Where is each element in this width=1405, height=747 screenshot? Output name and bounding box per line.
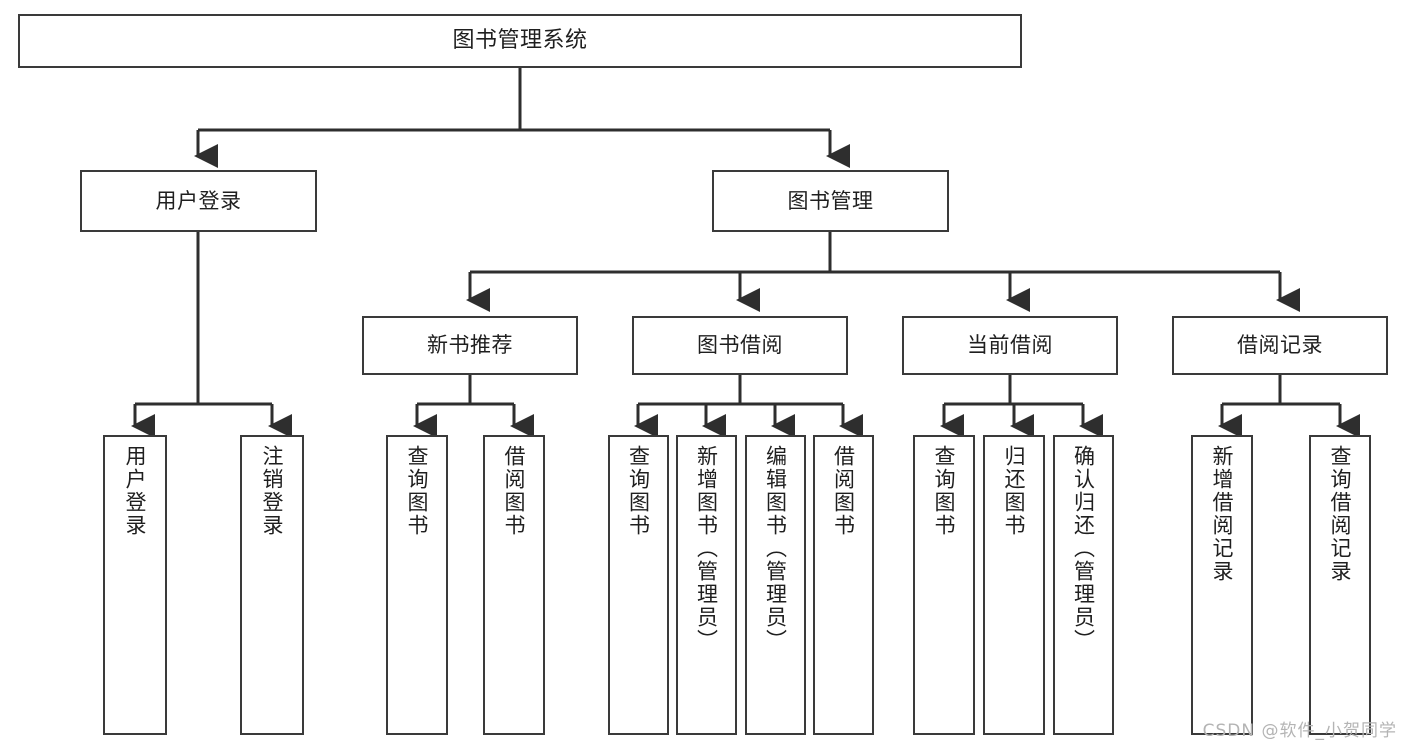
node-label: 新增借阅记录 [1210, 445, 1235, 583]
leaf-query-borrow-record[interactable]: 查询借阅记录 [1309, 435, 1371, 735]
node-current-borrow[interactable]: 当前借阅 [902, 316, 1118, 375]
node-label: 新增图书（管理员） [694, 445, 719, 652]
node-user-login[interactable]: 用户登录 [80, 170, 317, 232]
node-new-book-recommend[interactable]: 新书推荐 [362, 316, 578, 375]
node-label: 图书管理系统 [452, 28, 588, 54]
node-label: 注销登录 [260, 445, 285, 537]
leaf-add-borrow-record[interactable]: 新增借阅记录 [1191, 435, 1253, 735]
node-label: 用户登录 [155, 188, 242, 213]
node-label: 查询图书 [932, 445, 957, 537]
node-label: 新书推荐 [427, 333, 513, 358]
leaf-borrow-books-new[interactable]: 借阅图书 [483, 435, 545, 735]
node-label: 图书借阅 [697, 333, 783, 358]
node-root-system[interactable]: 图书管理系统 [18, 14, 1022, 68]
leaf-query-books-current[interactable]: 查询图书 [913, 435, 975, 735]
node-label: 当前借阅 [967, 333, 1053, 358]
node-label: 查询图书 [626, 445, 651, 537]
leaf-return-books[interactable]: 归还图书 [983, 435, 1045, 735]
node-book-borrow[interactable]: 图书借阅 [632, 316, 848, 375]
node-borrow-records[interactable]: 借阅记录 [1172, 316, 1388, 375]
node-label: 借阅记录 [1237, 333, 1323, 358]
leaf-edit-book-admin[interactable]: 编辑图书（管理员） [745, 435, 806, 735]
node-book-management[interactable]: 图书管理 [712, 170, 949, 232]
node-label: 用户登录 [123, 445, 148, 537]
leaf-user-login[interactable]: 用户登录 [103, 435, 167, 735]
node-label: 查询借阅记录 [1328, 445, 1353, 583]
leaf-query-books-borrow[interactable]: 查询图书 [608, 435, 669, 735]
node-label: 确认归还（管理员） [1071, 445, 1096, 652]
node-label: 归还图书 [1002, 445, 1027, 537]
leaf-query-books-new[interactable]: 查询图书 [386, 435, 448, 735]
leaf-confirm-return-admin[interactable]: 确认归还（管理员） [1053, 435, 1114, 735]
leaf-logout[interactable]: 注销登录 [240, 435, 304, 735]
node-label: 借阅图书 [502, 445, 527, 537]
node-label: 借阅图书 [831, 445, 856, 537]
csdn-watermark: CSDN @软件_小贺同学 [1202, 721, 1397, 741]
node-label: 图书管理 [787, 188, 874, 213]
node-label: 查询图书 [405, 445, 430, 537]
leaf-add-book-admin[interactable]: 新增图书（管理员） [676, 435, 737, 735]
node-label: 编辑图书（管理员） [763, 445, 788, 652]
leaf-borrow-books[interactable]: 借阅图书 [813, 435, 874, 735]
